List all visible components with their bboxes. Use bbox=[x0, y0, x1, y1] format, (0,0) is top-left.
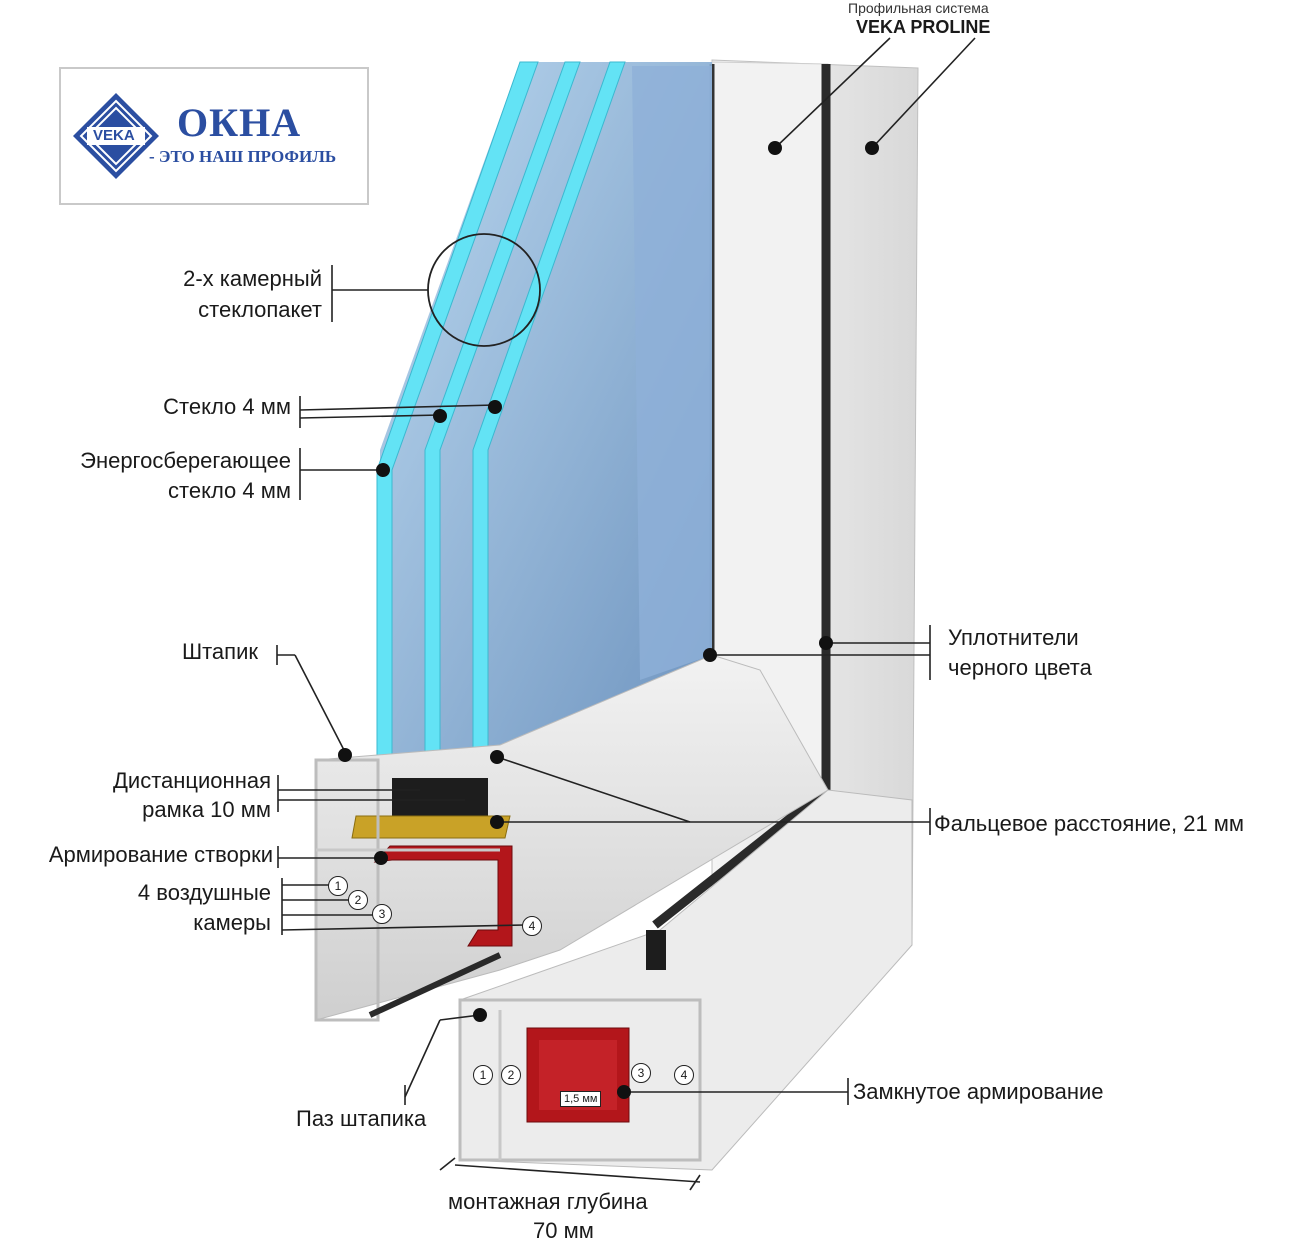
sash-reinforcement-label: Армирование створки bbox=[48, 842, 273, 867]
system-name: VEKA PROLINE bbox=[856, 17, 991, 37]
energy-glass-label-1: Энергосберегающее bbox=[80, 448, 291, 473]
sash-chamber-3: 3 bbox=[372, 904, 392, 924]
veka-diamond-icon bbox=[73, 93, 159, 179]
spacer-label-2: рамка 10 мм bbox=[142, 797, 271, 822]
sash-chamber-4: 4 bbox=[522, 916, 542, 936]
glass-label: Стекло 4 мм bbox=[163, 394, 291, 419]
system-caption: Профильная система bbox=[848, 0, 989, 16]
sash-chamber-1: 1 bbox=[328, 876, 348, 896]
marker-dots bbox=[338, 141, 879, 1099]
veka-logo: VEKA ОКНА - ЭТО НАШ ПРОФИЛЬ bbox=[59, 67, 369, 205]
seals-label-1: Уплотнители bbox=[948, 625, 1079, 650]
seals-label-2: черного цвета bbox=[948, 655, 1092, 680]
frame-chamber-2: 2 bbox=[501, 1065, 521, 1085]
chambers-label-1: 4 воздушные bbox=[137, 880, 271, 905]
depth-label-2: 70 мм bbox=[533, 1218, 594, 1243]
glazing-label-2: стеклопакет bbox=[198, 297, 322, 322]
frame-seal bbox=[646, 930, 666, 970]
frame-chamber-4: 4 bbox=[674, 1065, 694, 1085]
spacer-strip bbox=[632, 66, 712, 680]
sash-reinforcement bbox=[373, 845, 513, 947]
closed-reinforcement-label: Замкнутое армирование bbox=[853, 1079, 1104, 1104]
logo-title: ОКНА bbox=[177, 100, 302, 145]
logo-subtitle: - ЭТО НАШ ПРОФИЛЬ bbox=[149, 147, 337, 166]
bead-label: Штапик bbox=[181, 639, 258, 664]
spacer-label-1: Дистанционная bbox=[113, 768, 271, 793]
leader-lines bbox=[276, 37, 976, 1191]
energy-glass-label-2: стекло 4 мм bbox=[168, 478, 291, 503]
wall-thickness-label: 1,5 мм bbox=[560, 1091, 602, 1107]
glazing-block bbox=[351, 815, 511, 839]
frame-chamber-1: 1 bbox=[473, 1065, 493, 1085]
frame-chamber-3: 3 bbox=[631, 1063, 651, 1083]
chambers-label-2: камеры bbox=[193, 910, 271, 935]
veka-brand-text: VEKA bbox=[93, 127, 135, 144]
spacer-frame bbox=[392, 778, 488, 816]
bead-groove-label: Паз штапика bbox=[296, 1106, 427, 1131]
rebate-label: Фальцевое расстояние, 21 мм bbox=[934, 811, 1245, 836]
depth-label-1: монтажная глубина bbox=[448, 1189, 648, 1214]
glazing-label-1: 2-х камерный bbox=[183, 266, 322, 291]
sash-chamber-2: 2 bbox=[348, 890, 368, 910]
